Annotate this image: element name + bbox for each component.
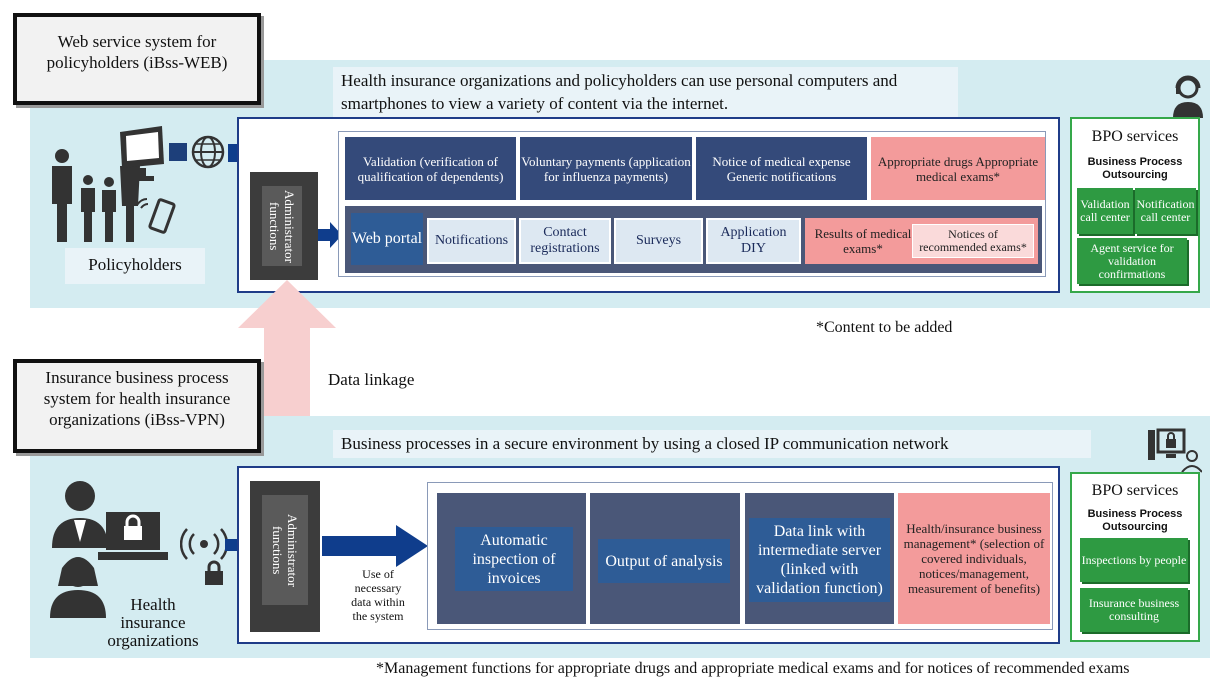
business-management-module: Health/insurance business management* (s…	[898, 493, 1050, 624]
top-bpo-title: BPO services	[1091, 128, 1179, 145]
auto-inspection-module: Automatic inspection of invoices	[455, 527, 573, 591]
bpo-agent-service: Agent service for validation confirmatio…	[1077, 238, 1187, 284]
top-banner: Health insurance organizations and polic…	[333, 67, 958, 119]
arrow-use-data	[322, 525, 428, 567]
bpo-insurance-consulting: Insurance business consulting	[1080, 588, 1188, 632]
use-data-label: Use of necessary data within the system	[351, 567, 405, 623]
bottom-admin-functions: Administrator functions	[262, 495, 308, 605]
data-linkage-label: Data linkage	[328, 370, 415, 389]
top-admin-functions: Administrator functions	[262, 186, 302, 266]
bottom-footnote: *Management functions for appropriate dr…	[376, 660, 1130, 677]
bottom-banner: Business processes in a secure environme…	[333, 430, 1091, 458]
bpo-validation-call-center: Validation call center	[1077, 188, 1133, 234]
smartphone-icon	[136, 198, 176, 234]
output-analysis-module: Output of analysis	[598, 539, 730, 583]
health-insurance-orgs-label: Health insurance organizations	[107, 595, 199, 650]
notices-recommended-exams: Notices of recommended exams*	[912, 224, 1034, 258]
bpo-notification-call-center: Notification call center	[1135, 188, 1196, 234]
bottom-bpo-title: BPO services	[1091, 482, 1179, 499]
data-linkage-arrow	[238, 280, 336, 506]
top-bpo-subtitle: Business Process Outsourcing	[1087, 156, 1183, 181]
dark-square	[169, 143, 187, 161]
office-workers-icon	[50, 481, 108, 618]
appropriate-drugs-module: Appropriate drugs Appropriate medical ex…	[871, 137, 1045, 200]
headset-operator-icon	[1173, 75, 1203, 118]
medical-expense-notice-module: Notice of medical expense Generic notifi…	[696, 137, 867, 200]
application-diy-item: Application DIY	[706, 218, 801, 264]
contact-registrations-item: Contact registrations	[519, 218, 611, 264]
bpo-inspections-by-people: Inspections by people	[1080, 538, 1188, 582]
laptop-lock-icon	[98, 512, 168, 560]
bottom-bpo-subtitle: Business Process Outsourcing	[1087, 508, 1183, 533]
data-link-module: Data link with intermediate server (link…	[749, 518, 890, 602]
bottom-system-title: Insurance business process system for he…	[13, 359, 261, 453]
voluntary-payments-module: Voluntary payments (application for infl…	[520, 137, 692, 200]
secure-pc-user-icon	[1148, 428, 1202, 473]
validation-module: Validation (verification of qualificatio…	[345, 137, 516, 200]
computer-monitor-icon	[120, 126, 164, 181]
top-footnote: *Content to be added	[816, 319, 953, 336]
admin-arrow-top	[318, 222, 342, 248]
web-portal: Web portal	[351, 213, 423, 265]
policyholders-label: Policyholders	[65, 248, 205, 284]
top-system-title: Web service system for policyholders (iB…	[13, 13, 261, 105]
padlock-icon	[205, 560, 223, 585]
wireless-signal-icon	[180, 528, 228, 560]
globe-icon	[191, 135, 225, 169]
surveys-item: Surveys	[614, 218, 703, 264]
notifications-item: Notifications	[427, 218, 516, 264]
